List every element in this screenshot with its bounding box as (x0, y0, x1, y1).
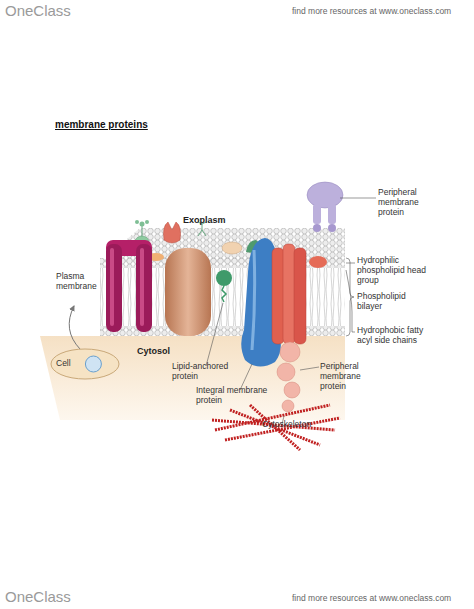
peripheral-protein-bottom (277, 342, 319, 412)
watermark-text: find more resources at www.oneclass.com (292, 594, 451, 604)
peripheral-protein-bottom (284, 382, 300, 398)
channel-protein (136, 244, 152, 332)
part-label: Plasma membrane (56, 272, 100, 292)
channel-protein (110, 248, 114, 326)
lipid-anchored-protein (222, 286, 226, 302)
peripheral-protein-top (340, 198, 376, 199)
peripheral-protein-top (313, 204, 321, 224)
region-label: Cytosol (137, 346, 170, 356)
cytosol-region (40, 336, 345, 420)
cell-outline (51, 349, 119, 379)
surface-proteins (309, 256, 327, 268)
part-label: Hydrophobic fatty acyl side chains (357, 326, 429, 346)
lipid-anchored-protein (216, 270, 232, 286)
channel-protein (106, 244, 122, 332)
lipid-anchored-protein (206, 270, 232, 366)
surface-proteins (164, 222, 181, 243)
surface-proteins (222, 242, 242, 254)
peripheral-protein-bottom (277, 363, 295, 381)
barrel-protein (165, 248, 211, 336)
transmembrane-helices (272, 248, 284, 344)
cytosol-region (40, 336, 345, 420)
channel-protein (140, 248, 144, 326)
surface-proteins (140, 222, 145, 227)
peripheral-protein-bottom (282, 400, 294, 412)
bilayer-brackets (346, 263, 355, 264)
channel-protein (106, 240, 152, 332)
part-label: Lipid-anchored protein (172, 362, 238, 382)
barrel-protein (165, 248, 211, 336)
part-label: Integral membrane protein (196, 386, 280, 406)
surface-proteins (145, 220, 149, 224)
peripheral-protein-top (307, 182, 376, 232)
transmembrane-helices (283, 244, 295, 344)
part-label: Hydrophilic phospholipid head group (357, 256, 429, 285)
cell-oval: Cell (50, 348, 120, 380)
cell-arrow (69, 306, 80, 349)
part-label: Cytoskeleton (262, 420, 311, 430)
peripheral-protein-bottom (280, 342, 300, 362)
transmembrane-helices (272, 244, 306, 344)
diagram-title: membrane proteins (55, 119, 148, 131)
peripheral-protein-top (307, 182, 343, 208)
bilayer-brackets (346, 270, 355, 332)
cytoskeleton (212, 405, 340, 450)
bilayer-brackets (346, 258, 354, 336)
part-label: Phospholipid bilayer (357, 292, 429, 312)
watermark-text: find more resources at www.oneclass.com (292, 7, 451, 17)
nucleus (85, 356, 101, 372)
node-text: Cell (56, 359, 71, 369)
transmembrane-helices (294, 248, 306, 344)
surface-proteins (135, 220, 139, 224)
watermark-logo: OneClass (5, 2, 71, 19)
part-label: Peripheral membrane protein (320, 362, 378, 391)
bilayer-brackets (346, 258, 355, 336)
peripheral-protein-top (328, 204, 336, 224)
integral-protein (252, 250, 255, 350)
lipid-anchored-protein (206, 303, 223, 366)
part-label: Peripheral membrane protein (378, 188, 434, 217)
peripheral-protein-top (313, 224, 321, 232)
region-label: Exoplasm (183, 215, 226, 225)
cell-arrow (69, 306, 80, 349)
watermark-logo: OneClass (5, 588, 71, 605)
peripheral-protein-top (328, 224, 336, 232)
peripheral-protein-bottom (300, 367, 319, 370)
cytoskeleton (212, 405, 340, 450)
